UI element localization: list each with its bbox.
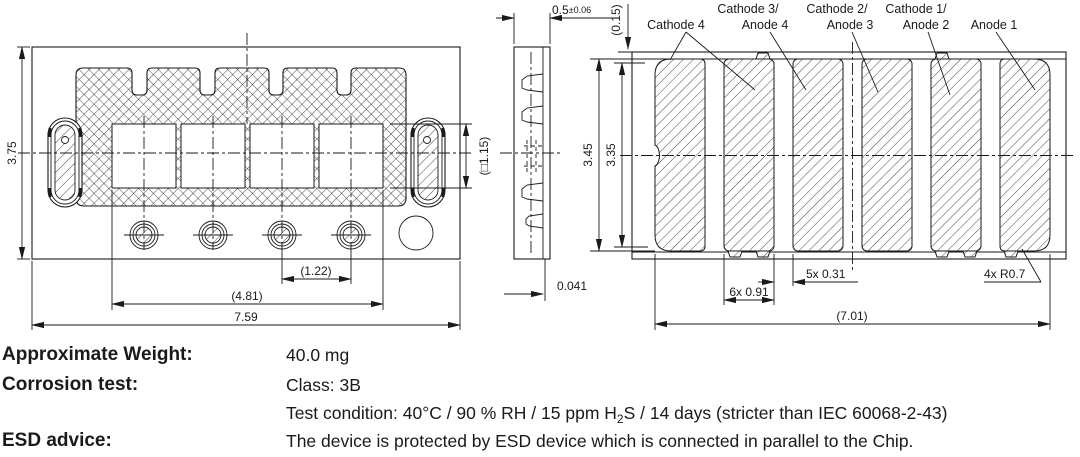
label-cathode2: Cathode 2/ [806,2,868,16]
emission-window-3 [249,123,315,189]
front-view: 3.75 7.59 (4.81) (1.22) (□1.15) [5,33,491,330]
spec-row-corrosion: Corrosion test: Class: 3B [0,374,1080,398]
side-oval-pad-left [47,117,83,208]
dim-front-pitch: (1.22) [300,264,331,278]
dim-front-height: 3.75 [5,141,19,165]
label-cathode3: Cathode 3/ [717,2,779,16]
label-anode4: Anode 4 [742,18,789,32]
side-dimensions [496,4,636,301]
back-dimensions [590,58,1051,330]
side-lead-profile [521,73,544,229]
pad-3 [792,58,844,252]
side-view: 0.5±0.06 0.041 (0.15) [496,3,636,301]
weight-label: Approximate Weight: [2,344,193,365]
dim-back-pad-gap: 5x 0.31 [806,267,846,281]
esd-value: The device is protected by ESD device wh… [286,431,914,451]
dim-front-width: 7.59 [234,310,258,324]
index-circle [398,215,434,251]
pad-5 [930,58,982,252]
front-centerlines [18,33,472,250]
dim-back-pad-inner-height: 3.35 [604,143,618,167]
spec-row-test-condition: Test condition: 40°C / 90 % RH / 15 ppm … [0,402,1080,426]
test-condition-value: Test condition: 40°C / 90 % RH / 15 ppm … [286,403,948,426]
pad-4 [861,58,913,252]
spec-row-esd: ESD advice: The device is protected by E… [0,430,1080,454]
corrosion-label: Corrosion test: [2,374,139,395]
pad-5-tab-bottom-right [962,250,978,258]
weight-value: 40.0 mg [286,345,350,365]
label-cathode4: Cathode 4 [647,18,705,32]
pad-anode1-tab-bottom [1003,250,1019,258]
emission-window-2 [180,123,246,189]
pad-cathode4 [654,58,706,252]
pad-anode1 [999,58,1051,252]
corrosion-value: Class: 3B [286,375,361,395]
pad-2-tab-bottom-right [755,250,771,258]
solder-pads [654,52,1051,258]
dim-side-gap: (0.15) [609,4,623,35]
pad-5-tab-bottom-left [934,250,950,258]
front-dimensions [17,46,472,330]
back-centerlines [620,42,1076,270]
dim-front-window: (□1.15) [477,137,491,176]
pad-2-tab-bottom-left [727,250,743,258]
pad-label-leaders [669,31,1036,96]
esd-label: ESD advice: [2,430,112,451]
label-anode2: Anode 2 [903,18,950,32]
dim-back-pad-outer-height: 3.45 [581,143,595,167]
label-cathode1: Cathode 1/ [885,2,947,16]
side-oval-pad-right [410,117,446,208]
dim-back-corner-radius: 4x R0.7 [984,267,1026,281]
dim-back-pad-width: 6x 0.91 [729,285,769,299]
side-centerlines [500,52,560,256]
dim-side-thickness: 0.5±0.06 [552,3,591,17]
technical-drawing: 3.75 7.59 (4.81) (1.22) (□1.15) [5,2,1076,330]
pad-2 [723,58,775,252]
back-view: Cathode 4 Cathode 3/ Anode 4 Cathode 2/ … [581,2,1076,330]
emission-window-4 [318,123,384,189]
dim-back-pad-span: (7.01) [836,309,867,323]
dim-side-standoff: 0.041 [557,279,587,293]
h2s-subscript: 2 [616,412,624,426]
spec-row-weight: Approximate Weight: 40.0 mg [0,344,1080,368]
spec-text-block: Approximate Weight: 40.0 mg Corrosion te… [0,341,1080,457]
emission-windows [111,123,384,189]
dim-front-span: (4.81) [231,289,262,303]
label-anode3: Anode 3 [827,18,874,32]
pad-2-tab-top [755,52,771,60]
label-anode1: Anode 1 [971,18,1018,32]
